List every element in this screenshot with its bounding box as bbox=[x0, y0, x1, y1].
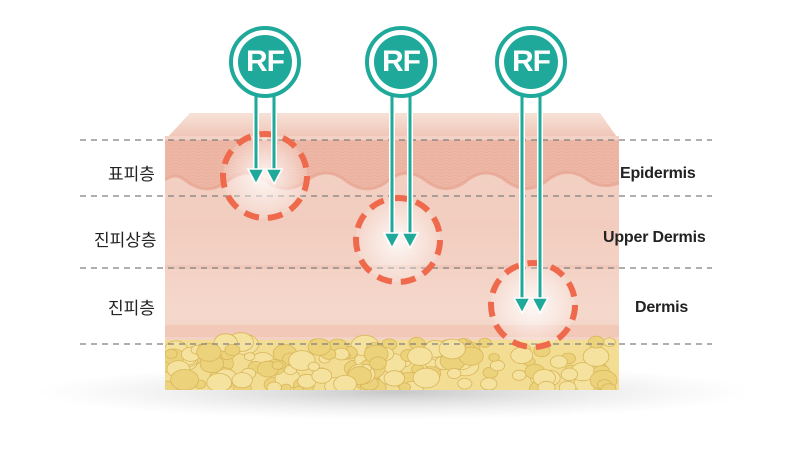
fat-cell bbox=[510, 346, 534, 364]
fat-cell bbox=[603, 337, 616, 348]
layer-label-en-epidermis: Epidermis bbox=[620, 165, 696, 182]
fat-cell bbox=[398, 382, 411, 390]
target-glow bbox=[223, 134, 307, 218]
fat-cell bbox=[383, 370, 405, 387]
layer-label-en-dermis: Dermis bbox=[635, 299, 689, 316]
layer-label-en-upper-dermis: Upper Dermis bbox=[603, 229, 706, 246]
rf-badge-icon bbox=[238, 35, 292, 89]
target-glow bbox=[356, 198, 440, 282]
fat-cell bbox=[196, 342, 222, 362]
fat-cell bbox=[582, 346, 610, 367]
target-glow bbox=[491, 263, 575, 347]
layer-label-ko-dermis: 진피층 bbox=[108, 299, 155, 319]
layer-label-ko-upper-dermis: 진피상층 bbox=[94, 231, 157, 251]
fat-cell bbox=[271, 360, 284, 370]
arrow-head bbox=[246, 168, 266, 186]
fat-cell bbox=[307, 338, 331, 356]
fat-cell bbox=[412, 367, 440, 389]
fat-cell bbox=[293, 385, 305, 390]
fat-cell bbox=[560, 367, 579, 381]
fat-cell bbox=[549, 355, 568, 369]
fat-cells bbox=[165, 332, 618, 390]
target-ring bbox=[488, 260, 578, 350]
fat-cell bbox=[457, 378, 473, 390]
fat-cell bbox=[307, 361, 320, 372]
fat-cell bbox=[333, 375, 357, 390]
fat-cell bbox=[243, 352, 256, 361]
fat-cell bbox=[489, 359, 505, 372]
fat-cell bbox=[266, 381, 282, 390]
fat-cell bbox=[407, 346, 433, 366]
fat-cell bbox=[478, 337, 492, 348]
fat-cell bbox=[600, 383, 617, 390]
fat-cell bbox=[488, 353, 500, 362]
fat-cell bbox=[206, 373, 232, 390]
fat-cell bbox=[165, 348, 178, 359]
fat-cell bbox=[170, 369, 199, 390]
fat-cell bbox=[558, 380, 577, 390]
fat-cell bbox=[224, 343, 241, 356]
fat-cell bbox=[311, 367, 333, 384]
fat-cell bbox=[480, 377, 498, 390]
fat-cell bbox=[588, 335, 605, 349]
fat-cell bbox=[447, 367, 462, 379]
arrow-head bbox=[512, 297, 532, 315]
arrow-head bbox=[382, 232, 402, 250]
layer-label-ko-epidermis: 표피층 bbox=[108, 165, 155, 185]
fat-cell bbox=[231, 372, 253, 389]
rf-badge-label: RF bbox=[246, 45, 285, 78]
rf-badge-label: RF bbox=[382, 45, 421, 78]
fat-cell bbox=[537, 380, 556, 390]
rf-badge-label: RF bbox=[512, 45, 551, 78]
fat-cell bbox=[369, 356, 387, 370]
fat-cell bbox=[438, 338, 466, 360]
arrow-head bbox=[264, 168, 284, 186]
target-ring bbox=[220, 131, 310, 221]
target-ring bbox=[353, 195, 443, 285]
fat-cell bbox=[512, 369, 527, 381]
arrow-head bbox=[400, 232, 420, 250]
rf-badge-icon bbox=[504, 35, 558, 89]
arrow-head bbox=[530, 297, 550, 315]
rf-badge-icon bbox=[374, 35, 428, 89]
